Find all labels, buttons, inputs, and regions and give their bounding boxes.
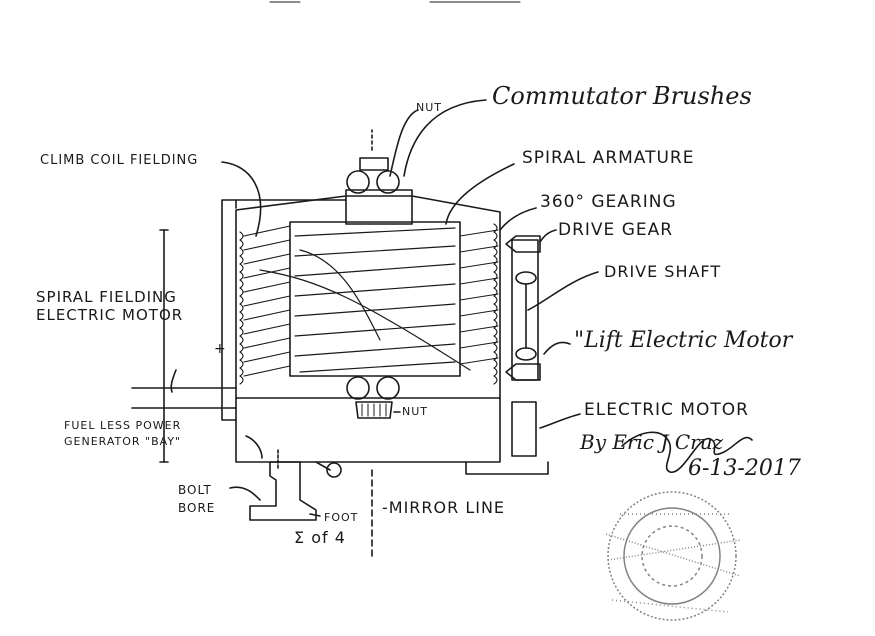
bottom-brush-right (376, 376, 400, 400)
leader-spiral-armature (445, 163, 515, 225)
drive-gear-bottom (505, 363, 541, 381)
leader-drive-shaft (527, 271, 599, 311)
fuel-less-label-line1: FUEL LESS POWER (64, 419, 182, 432)
bottom-brush-left (346, 376, 370, 400)
plus-sign-label: + (214, 341, 226, 357)
author-signature: By Eric J Cruz (580, 430, 724, 454)
gearing-360-label: 360° GEARING (540, 192, 677, 212)
top-nut (359, 157, 389, 171)
armature-box (289, 221, 461, 377)
mirror-line-label: -MIRROR LINE (382, 498, 506, 517)
left-field-coil (239, 225, 291, 385)
leader-nut-top (389, 109, 419, 177)
spiral-armature-label: SPIRAL ARMATURE (522, 148, 695, 168)
top-brush-right (376, 170, 400, 194)
foot-label: FOOT (324, 511, 359, 524)
commutator-brushes-label: Commutator Brushes (492, 82, 752, 110)
leader-foot (309, 513, 321, 517)
stamp-seal (605, 491, 741, 621)
foot-bracket (249, 461, 317, 521)
top-cap (345, 195, 413, 225)
leader-spiral-fielding (170, 369, 177, 393)
date-label: 6-13-2017 (688, 456, 801, 481)
leader-drive-gear (539, 229, 557, 243)
bay-bottom-right (465, 461, 549, 475)
drive-shaft-column (511, 239, 539, 381)
electric-motor-label: ELECTRIC MOTOR (584, 400, 749, 420)
right-field-coil (459, 223, 499, 385)
electric-motor-box (511, 401, 537, 457)
leader-bolt (229, 486, 261, 501)
fuel-less-label-line2: GENERATOR "BAY" (64, 435, 182, 448)
signature-scribble (621, 431, 753, 473)
nut-bottom-label: NUT (402, 405, 428, 418)
bolt-label-line2: BORE (178, 501, 216, 515)
leader-lift-motor (543, 341, 571, 355)
spiral-fielding-label-line2: ELECTRIC MOTOR (36, 306, 184, 324)
leader-commutator (403, 99, 487, 177)
foot-bolt-circle (326, 462, 342, 478)
drive-gear-top (505, 235, 541, 253)
drive-gear-label: DRIVE GEAR (558, 220, 674, 240)
lift-electric-motor-label: "Lift Electric Motor (574, 328, 793, 353)
leader-electric-motor (539, 413, 581, 429)
shaft-bearing-bottom (515, 347, 537, 361)
climb-coil-fielding-label: CLIMB COIL FIELDING (40, 153, 199, 168)
shaft-bearing-top (515, 271, 537, 285)
leader-climb-coil (221, 161, 262, 237)
bolt-label-line1: BOLT (178, 483, 212, 497)
leader-fuel-less (245, 435, 263, 459)
drive-shaft-label: DRIVE SHAFT (604, 262, 722, 281)
nut-top-label: NUT (416, 101, 442, 114)
bottom-nut (355, 401, 393, 419)
leader-gearing (499, 207, 537, 231)
armature-winding (259, 227, 471, 373)
sum-of-4-label: Σ of 4 (294, 528, 346, 547)
housing-outer-left (221, 199, 237, 421)
top-brush-left (346, 170, 370, 194)
housing-outer-top-left (235, 199, 347, 209)
spiral-fielding-label-line1: SPIRAL FIELDING (36, 288, 177, 306)
generator-bay (235, 397, 501, 463)
